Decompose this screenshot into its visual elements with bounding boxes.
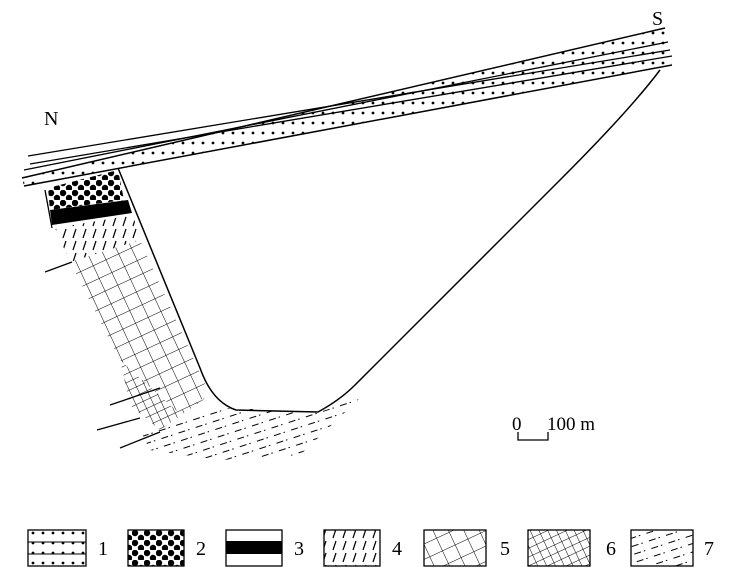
legend-number-4: 4 — [392, 538, 402, 560]
pit-outline — [117, 69, 661, 413]
legend: 1 2 3 4 5 6 7 — [27, 529, 714, 567]
legend-number-6: 6 — [606, 538, 616, 560]
legend-swatch-2 — [127, 529, 185, 567]
legend-number-7: 7 — [704, 538, 714, 560]
scale-bar: 0 100 m — [512, 414, 595, 441]
legend-number-3: 3 — [294, 538, 304, 560]
scale-zero-label: 0 — [512, 414, 522, 435]
coarse-dot-layer — [48, 170, 124, 210]
legend-swatch-6 — [527, 529, 591, 567]
north-wall-boundaries — [44, 189, 161, 449]
legend-swatch-5 — [423, 529, 487, 567]
legend-swatch-1 — [27, 529, 87, 567]
grid-hatched-zone — [70, 240, 210, 430]
legend-swatch-3 — [225, 529, 283, 567]
legend-number-1: 1 — [98, 538, 108, 560]
legend-swatch-4 — [323, 529, 381, 567]
coal-seam-layer — [50, 200, 132, 225]
legend-number-2: 2 — [196, 538, 206, 560]
dashed-layer — [55, 215, 140, 262]
scale-length-label: 100 m — [547, 414, 595, 435]
legend-swatch-7 — [630, 529, 694, 567]
dash-dot-zone — [140, 398, 360, 460]
north-wall-layers — [48, 170, 140, 262]
legend-number-5: 5 — [500, 538, 510, 560]
south-label: S — [652, 8, 663, 30]
north-label: N — [44, 108, 58, 130]
